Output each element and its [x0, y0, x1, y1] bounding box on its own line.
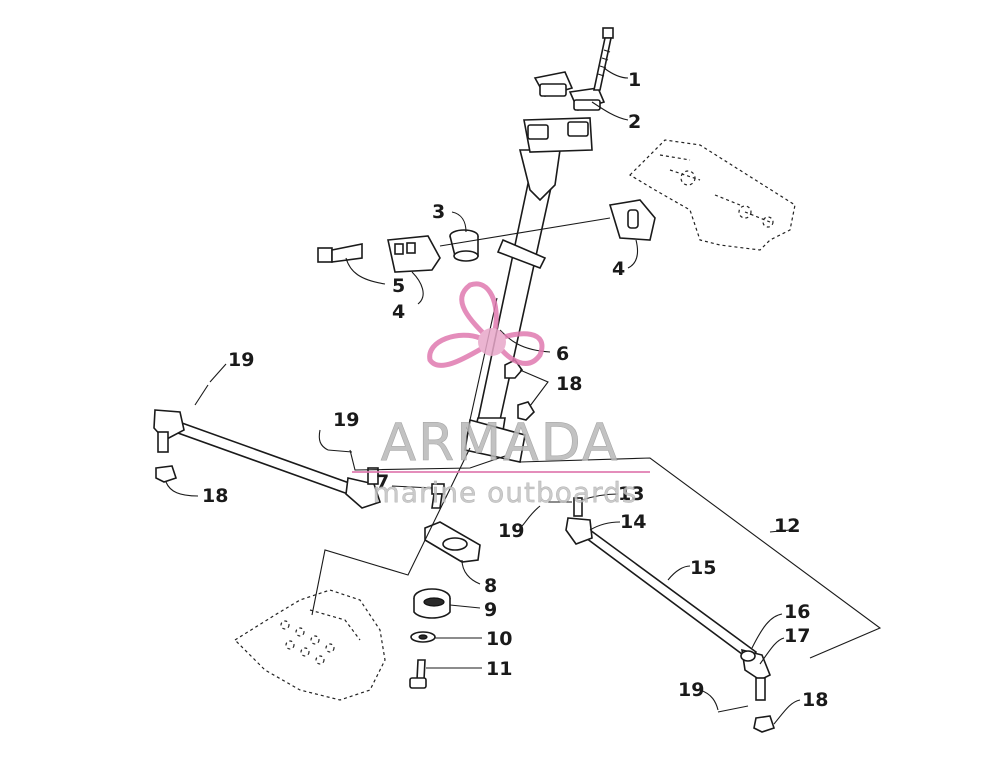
callout-9: 9 — [484, 599, 497, 621]
watermark-brand: ARMADA — [381, 413, 620, 473]
cotter-pin-right-bottom — [717, 705, 749, 713]
lower-clamp-assembly — [523, 117, 593, 153]
callout-5: 5 — [392, 275, 405, 297]
callout-19-left: 19 — [228, 349, 254, 371]
nut-18-lower — [517, 401, 536, 421]
nut-18-right — [753, 715, 776, 733]
bolt-1 — [593, 27, 614, 91]
frame-upper-right — [629, 139, 796, 251]
callout-17: 17 — [784, 625, 810, 647]
callout-14: 14 — [620, 511, 646, 533]
washer-10 — [410, 631, 436, 643]
callout-4-left: 4 — [392, 301, 405, 323]
callout-3: 3 — [432, 201, 445, 223]
callout-18-center: 18 — [556, 373, 582, 395]
bolt-5 — [317, 243, 363, 263]
callout-6: 6 — [556, 343, 569, 365]
callout-16: 16 — [784, 601, 810, 623]
callout-19-center-left: 19 — [333, 409, 359, 431]
callout-12: 12 — [774, 515, 800, 537]
bushing-3 — [449, 229, 479, 262]
callout-4-right: 4 — [612, 258, 625, 280]
callout-8: 8 — [484, 575, 497, 597]
propeller-icon — [427, 281, 545, 368]
tie-rod-right — [565, 497, 772, 701]
upper-clamp-block-left — [533, 71, 574, 97]
callout-15: 15 — [690, 557, 716, 579]
cotter-pin-center-left — [327, 449, 353, 453]
bolt-7 — [431, 483, 445, 509]
callout-19-center-right: 19 — [498, 520, 524, 542]
callout-11: 11 — [486, 658, 512, 680]
bearing-9 — [413, 588, 451, 619]
clamp-4-left — [387, 235, 441, 273]
tie-rod-left — [153, 409, 382, 509]
callout-7: 7 — [376, 471, 389, 493]
bolt-11 — [409, 659, 427, 689]
watermark-tagline: marine outboards — [373, 476, 638, 509]
callout-18-left: 18 — [202, 485, 228, 507]
callout-10: 10 — [486, 628, 512, 650]
watermark: ARMADA marine outboards — [352, 281, 650, 509]
callout-19-right: 19 — [678, 679, 704, 701]
cotter-pin-left — [194, 384, 209, 406]
clamp-4-right — [608, 199, 656, 241]
callout-1: 1 — [628, 69, 641, 91]
frame-lower-left — [234, 589, 386, 701]
flange-8 — [424, 521, 481, 563]
callout-18-right: 18 — [802, 689, 828, 711]
callout-group: 1 2 3 4 4 5 6 18 7 8 9 10 11 12 13 14 15 — [165, 67, 828, 725]
nut-18-left — [155, 465, 178, 483]
callout-13: 13 — [618, 483, 644, 505]
callout-2: 2 — [628, 111, 641, 133]
